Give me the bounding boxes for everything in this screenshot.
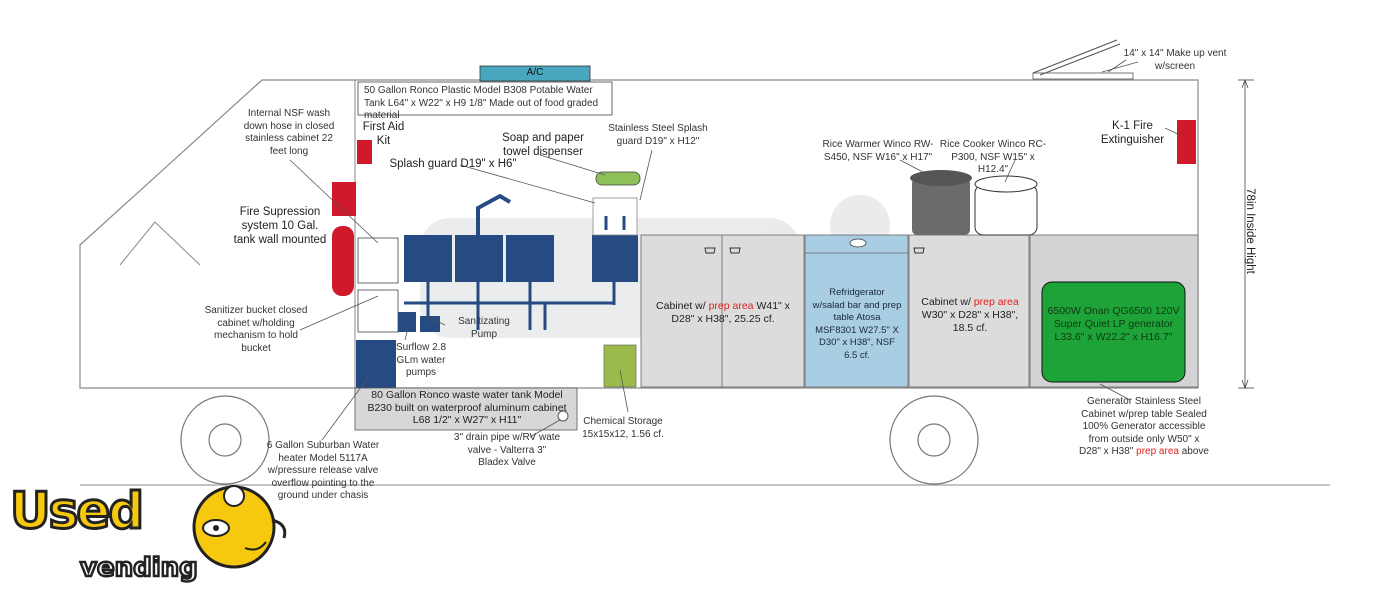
first-aid-kit <box>357 140 372 164</box>
gen-cabinet-post: above <box>1178 446 1209 457</box>
gen-cabinet-prep: prep area <box>1136 446 1179 457</box>
potable-tank-box <box>357 81 613 116</box>
height-dimension <box>1238 78 1254 390</box>
hand-sink <box>592 235 638 282</box>
cabinet-2 <box>908 234 1030 388</box>
rear-wheel <box>889 395 979 485</box>
ac-label: A/C <box>526 67 544 78</box>
fire-suppression-tank <box>332 226 354 296</box>
surflow-label: Surflow 2.8 GLm water pumps <box>395 342 447 378</box>
cabinet-2-pre: Cabinet w/ <box>921 296 974 308</box>
drain-valve <box>557 410 569 422</box>
used-vending-logo <box>192 485 287 569</box>
generator-cabinet-label: Generator Stainless Steel Cabinet w/prep… <box>1078 396 1210 459</box>
rice-cooker-label: Rice Cooker Winco RC-P300, NSF W15" x H1… <box>939 139 1047 175</box>
fire-suppression-box <box>332 182 356 216</box>
ac-unit <box>479 65 591 82</box>
rice-cooker <box>974 175 1038 236</box>
sink-2 <box>455 235 503 282</box>
water-heater-label: 6 Gallon Suburban Water heater Model 511… <box>266 440 380 501</box>
sink-3 <box>506 235 554 282</box>
generator <box>1041 281 1186 383</box>
first-aid-label: First Aid Kit <box>362 121 405 147</box>
potable-tank-label: 50 Gallon Ronco Plastic Model B308 Potab… <box>364 85 599 121</box>
sink-1 <box>404 235 452 282</box>
gen-cabinet-text: Generator Stainless Steel Cabinet w/prep… <box>1079 396 1207 457</box>
wash-hose-cabinet <box>357 237 399 284</box>
refrigerator <box>804 234 909 388</box>
cabinet-1 <box>640 234 805 388</box>
rice-warmer <box>910 170 972 235</box>
splash-guard-steel-label: Stainless Steel Splash guard D19" x H12" <box>608 123 708 147</box>
inside-height-label: 78in Inside Hight <box>1244 188 1256 274</box>
front-wheel <box>180 395 270 485</box>
cabinet-1-pre: Cabinet w/ <box>656 300 709 312</box>
fire-extinguisher <box>1177 120 1196 164</box>
generator-label: 6500W Onan QG6500 120V Super Quiet LP ge… <box>1047 305 1180 343</box>
splash-guard-steel <box>592 197 638 236</box>
sanitizing-pump-label: Sanitizating Pump <box>458 316 510 340</box>
cab-window-line-2 <box>154 221 201 266</box>
rice-warmer-label: Rice Warmer Winco RW-S450, NSF W16" x H1… <box>822 139 934 163</box>
chemical-storage-label: Chemical Storage 15x15x12, 1.56 cf. <box>582 416 664 440</box>
cabinet-2-label: Cabinet w/ prep area W30" x D28" x H38",… <box>916 296 1024 335</box>
makeup-vent-label: 14" x 14" Make up vent w/screen <box>1123 48 1227 72</box>
fire-suppression-label: Fire Supression system 10 Gal. tank wall… <box>233 206 327 246</box>
makeup-vent <box>1032 39 1139 80</box>
wash-hose-label: Internal NSF wash down hose in closed st… <box>243 108 335 157</box>
soap-dispenser <box>595 171 641 186</box>
water-heater <box>356 340 396 388</box>
waste-tank-label: 80 Gallon Ronco waste water tank Model B… <box>367 389 567 426</box>
cabinet-1-prep: prep area <box>708 300 754 312</box>
cabinet-2-post: W30" x D28" x H38", 18.5 cf. <box>921 309 1019 334</box>
logo-used-text: Used <box>8 481 145 542</box>
soap-dispenser-label: Soap and paper towel dispenser <box>502 132 584 158</box>
faucet <box>476 193 512 235</box>
water-pump-1 <box>398 312 416 332</box>
cabinet-1-post: W41" x D28" x H38", 25.25 cf. <box>671 300 790 325</box>
truck-body <box>79 79 1199 389</box>
sanitizer-label: Sanitizer bucket closed cabinet w/holdin… <box>204 305 308 354</box>
cab-window-line-1 <box>119 221 156 266</box>
chemical-storage <box>603 344 637 388</box>
logo-vending-text: vending <box>79 552 199 585</box>
splash-guard-label: Splash guard D19" x H6" <box>389 158 517 170</box>
refrigerator-label: Refridgerator w/salad bar and prep table… <box>812 287 902 361</box>
fire-extinguisher-label: K-1 Fire Extinguisher <box>1100 120 1165 146</box>
sanitizer-cabinet <box>357 289 399 333</box>
cabinet-1-label: Cabinet w/ prep area W41" x D28" x H38",… <box>652 300 794 326</box>
cabinet-2-prep: prep area <box>973 296 1019 308</box>
callout-lines <box>289 59 1181 441</box>
waste-tank-box <box>354 387 578 431</box>
drain-pipe-label: 3" drain pipe w/RV wate valve - Valterra… <box>453 432 561 468</box>
